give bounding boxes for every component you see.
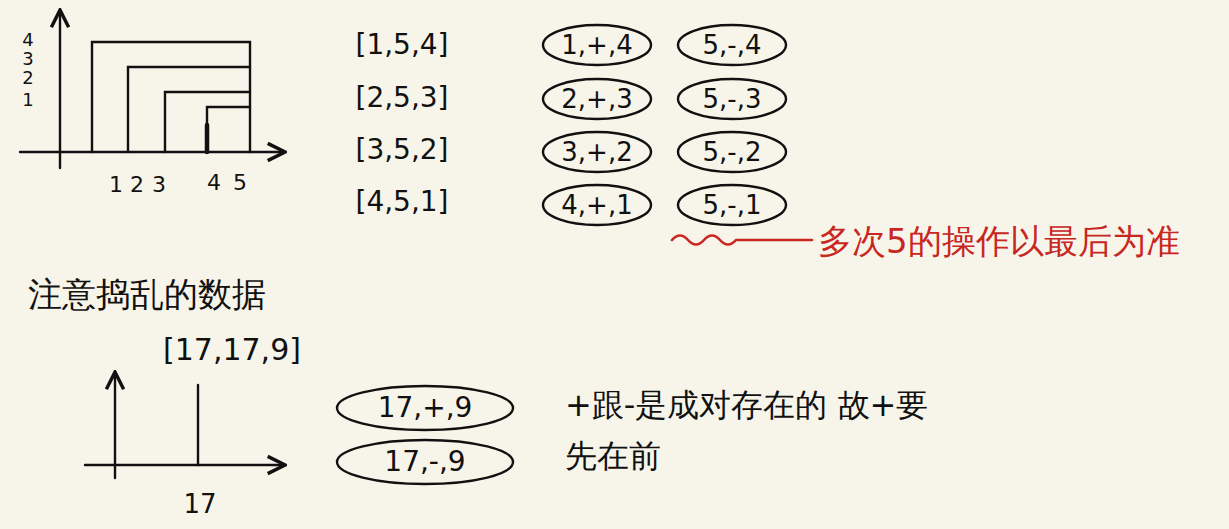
ellipse-outline [678, 79, 786, 119]
data-label: [4,5,1] [355, 186, 448, 218]
axis-tick: 2 [130, 172, 144, 197]
y-axis [59, 10, 61, 168]
ellipse-outline [543, 79, 651, 119]
event-text: 17,+,9 [378, 393, 473, 424]
event-text: 1,+,4 [561, 31, 632, 60]
event-text: 5,-,2 [703, 138, 762, 167]
x-axis [85, 464, 285, 466]
axis-tick: 1 [109, 172, 123, 197]
event-text: 5,-,3 [703, 85, 762, 114]
event-text: 4,+,1 [561, 191, 632, 220]
circled-event: 5,-,3 [676, 77, 788, 121]
event-text: 2,+,3 [561, 85, 632, 114]
ellipse-outline [678, 132, 786, 172]
data-label: 17 [183, 490, 216, 520]
event-text: 17,-,9 [384, 447, 465, 478]
circled-event: 5,-,2 [676, 130, 788, 174]
red-squiggle [672, 236, 812, 245]
ellipse-outline [678, 25, 786, 65]
axis-tick: 3 [22, 49, 33, 70]
axis-tick: 5 [233, 170, 247, 195]
data-label: [1,5,4] [355, 29, 448, 61]
event-text: 3,+,2 [561, 138, 632, 167]
y-axis [114, 372, 116, 478]
data-label: [3,5,2] [355, 134, 448, 166]
axis-tick: 1 [22, 90, 33, 111]
axis-tick: 3 [152, 172, 166, 197]
event-text: 5,-,1 [703, 191, 762, 220]
ellipse-outline [337, 440, 513, 484]
ellipse-outline [543, 132, 651, 172]
ellipse-outline [543, 185, 651, 225]
note-text: +跟-是成对存在的 故+要先在前 [565, 380, 945, 482]
note-text: 注意捣乱的数据 [28, 275, 266, 314]
building-outline [128, 67, 250, 152]
circled-event: 3,+,2 [541, 130, 653, 174]
data-label: [17,17,9] [163, 333, 301, 368]
circled-event: 5,-,4 [676, 23, 788, 67]
building-edge [205, 125, 210, 152]
ellipse-outline [678, 185, 786, 225]
zero-width-building [197, 385, 199, 465]
axis-tick: 4 [207, 170, 221, 195]
event-text: 5,-,4 [703, 31, 762, 60]
ellipse-outline [337, 386, 513, 430]
circled-event: 5,-,1 [676, 183, 788, 227]
axis-tick: 2 [22, 68, 33, 89]
building-outline [165, 92, 250, 152]
axis-tick: 4 [22, 30, 33, 51]
note-text: 多次5的操作以最后为准 [818, 222, 1180, 261]
building-outline [207, 107, 250, 152]
data-label: [2,5,3] [355, 82, 448, 114]
circled-event: 2,+,3 [541, 77, 653, 121]
circled-event: 17,+,9 [335, 384, 515, 432]
ellipse-outline [543, 25, 651, 65]
building-outline [92, 42, 250, 152]
circled-event: 1,+,4 [541, 23, 653, 67]
circled-event: 4,+,1 [541, 183, 653, 227]
x-axis [20, 151, 285, 153]
circled-event: 17,-,9 [335, 438, 515, 486]
